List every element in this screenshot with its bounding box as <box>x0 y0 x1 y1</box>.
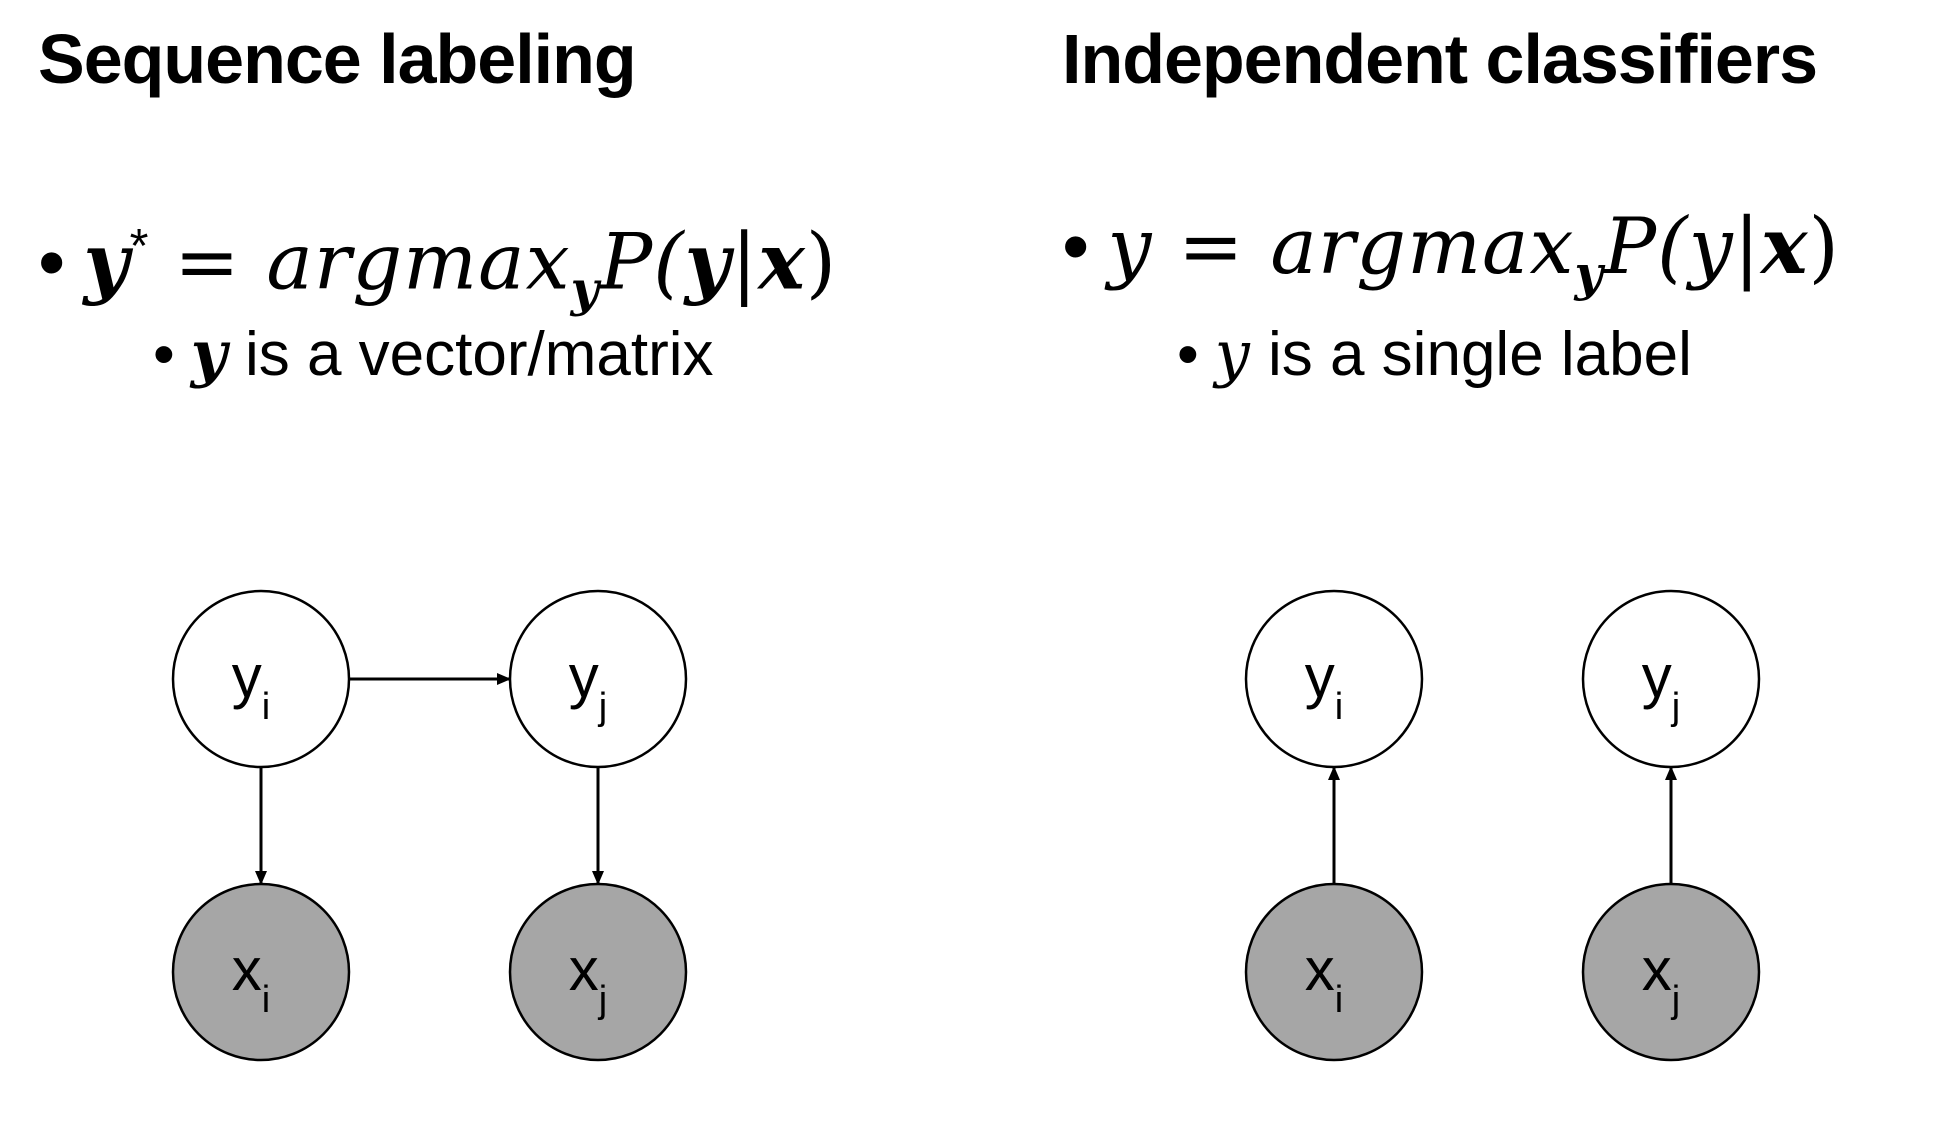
observed-node-circle <box>1581 882 1761 1062</box>
node-yi: yi <box>171 589 351 769</box>
formula-function-subscript: y <box>1574 245 1604 302</box>
formula-lhs: y <box>83 216 130 308</box>
independent-classifiers-formula: •y = argmaxyP(y|x) <box>1062 196 1840 324</box>
node-label: xi <box>1305 936 1343 1021</box>
latent-node-circle <box>1244 589 1424 769</box>
independent-classifiers-sub-bullet: •y is a single label <box>1177 314 1692 395</box>
formula-equals: = <box>148 217 267 308</box>
formula-function: argmax <box>1270 202 1575 292</box>
latent-node-circle <box>508 589 688 769</box>
node-label: yj <box>1642 643 1680 728</box>
bullet-icon: • <box>38 217 66 306</box>
sub-bullet-text: is a vector/matrix <box>227 320 714 389</box>
formula-prob-close: ) <box>1808 202 1840 292</box>
bullet-icon: • <box>1062 202 1090 290</box>
node-yj: yj <box>508 589 688 769</box>
formula-prob-close: ) <box>805 217 838 308</box>
formula-prob-y: y <box>1688 202 1734 292</box>
formula-function-subscript: y <box>570 261 600 318</box>
bullet-icon: • <box>1177 320 1199 389</box>
formula-given-bar: | <box>730 217 759 308</box>
formula-prob-open: P( <box>599 217 685 308</box>
observed-node-circle <box>508 882 688 1062</box>
formula-given-bar: | <box>1733 202 1761 292</box>
sequence-labeling-heading: Sequence labeling <box>38 20 637 98</box>
independent-classifiers-heading: Independent classifiers <box>1062 20 1818 98</box>
node-label: yj <box>569 643 607 728</box>
sequence-labeling-formula: •y* = argmaxyP(y|x) <box>38 196 837 340</box>
formula-lhs-superscript: * <box>129 219 149 273</box>
observed-node-circle <box>1244 882 1424 1062</box>
formula-function: argmax <box>266 217 571 308</box>
node-xi: xi <box>1244 882 1424 1062</box>
latent-node-circle <box>1581 589 1761 769</box>
node-label: yi <box>1305 643 1343 728</box>
sub-bullet-text: is a single label <box>1250 320 1692 389</box>
node-label: xi <box>232 936 270 1021</box>
bullet-icon: • <box>153 320 175 389</box>
node-label: xj <box>569 936 607 1021</box>
formula-prob-x: x <box>758 216 806 308</box>
observed-node-circle <box>171 882 351 1062</box>
independent-classifiers-graph: yi yj xi xj <box>1244 589 1761 1062</box>
latent-node-circle <box>171 589 351 769</box>
sub-bullet-variable: y <box>1214 317 1251 390</box>
node-yj: yj <box>1581 589 1761 769</box>
sub-bullet-variable: y <box>190 317 228 390</box>
formula-lhs: y <box>1107 202 1153 292</box>
node-yi: yi <box>1244 589 1424 769</box>
sequence-labeling-sub-bullet: •y is a vector/matrix <box>153 314 714 395</box>
formula-prob-y: y <box>684 216 731 308</box>
formula-prob-open: P( <box>1603 202 1689 292</box>
node-xj: xj <box>508 882 688 1062</box>
node-label: yi <box>232 643 270 728</box>
node-xj: xj <box>1581 882 1761 1062</box>
sequence-labeling-graph: yi yj xi xj <box>171 589 688 1062</box>
formula-equals: = <box>1152 202 1271 292</box>
node-label: xj <box>1642 936 1680 1021</box>
formula-prob-x: x <box>1760 201 1809 292</box>
node-xi: xi <box>171 882 351 1062</box>
